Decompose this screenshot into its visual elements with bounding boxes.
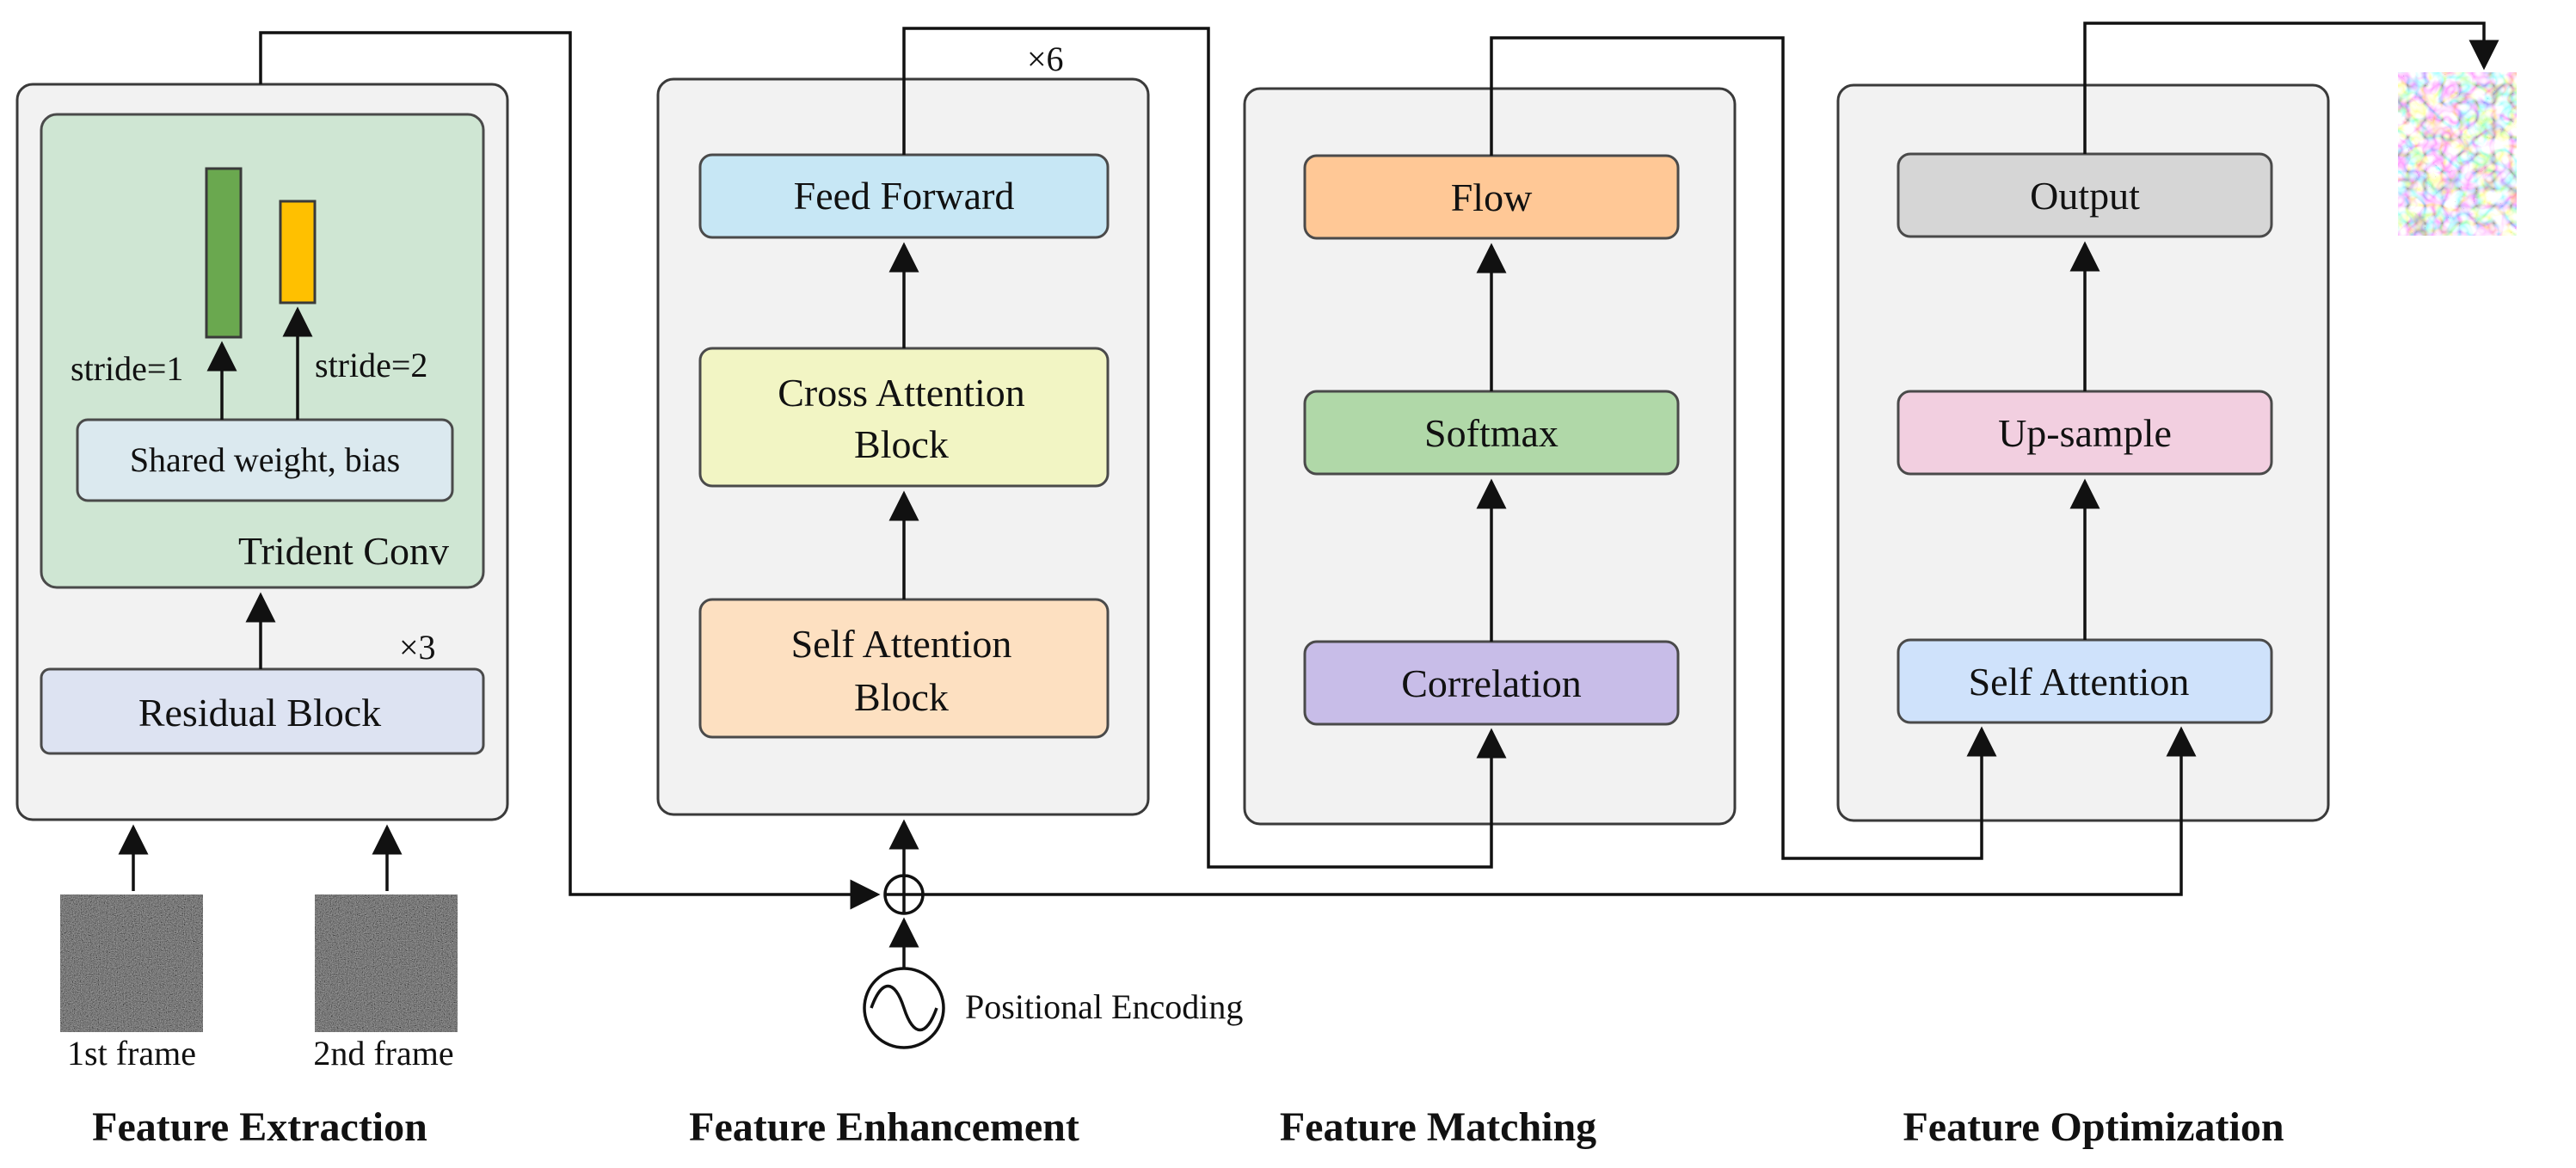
stride1-label: stride=1: [71, 349, 183, 388]
upsample-label: Up-sample: [1998, 411, 2172, 455]
self-attention-block-label-1: Self Attention: [791, 622, 1012, 666]
residual-block-label: Residual Block: [138, 691, 381, 735]
frame1-label: 1st frame: [67, 1034, 196, 1073]
stride2-label: stride=2: [315, 346, 427, 384]
wire-enhancement-to-matching: [902, 27, 1507, 869]
add-node: [883, 874, 925, 915]
softmax-label: Softmax: [1424, 411, 1559, 455]
wire-flow-to-optimization: [1490, 36, 1997, 860]
residual-block-box: [40, 667, 485, 755]
cross-attention-label-1: Cross Attention: [778, 371, 1025, 415]
wire-add-to-optimization: [923, 726, 2197, 896]
flow-output-image: [2398, 72, 2517, 236]
enhancement-repeat-label: ×6: [1027, 40, 1064, 78]
wire-output-to-image: [2083, 22, 2499, 154]
flow-label: Flow: [1451, 175, 1533, 219]
self-attention-label: Self Attention: [1969, 660, 2190, 704]
correlation-label: Correlation: [1401, 661, 1582, 705]
positional-encoding-icon: [863, 967, 945, 1049]
feed-forward-label: Feed Forward: [794, 174, 1015, 218]
feature-enhancement-title: Feature Enhancement: [689, 1104, 1079, 1150]
frame2-image: [315, 894, 458, 1032]
positional-encoding-label: Positional Encoding: [965, 987, 1243, 1026]
output-label: Output: [2030, 174, 2140, 218]
self-attention-block-label-2: Block: [854, 675, 949, 719]
trident-conv-label: Trident Conv: [238, 529, 449, 573]
shared-weight-label: Shared weight, bias: [130, 440, 400, 479]
feature-extraction-title: Feature Extraction: [92, 1104, 427, 1150]
extraction-repeat-label: ×3: [399, 628, 436, 667]
wire-extraction-to-add: [259, 31, 881, 910]
feature-optimization-title: Feature Optimization: [1903, 1104, 2284, 1150]
cross-attention-label-2: Block: [854, 422, 949, 466]
feature-matching-title: Feature Matching: [1280, 1104, 1596, 1150]
frame1-image: [60, 894, 203, 1032]
stride1-bar: [205, 167, 243, 339]
frame2-label: 2nd frame: [313, 1034, 453, 1073]
shared-weight-box: [76, 418, 454, 502]
stride2-bar: [279, 200, 317, 304]
